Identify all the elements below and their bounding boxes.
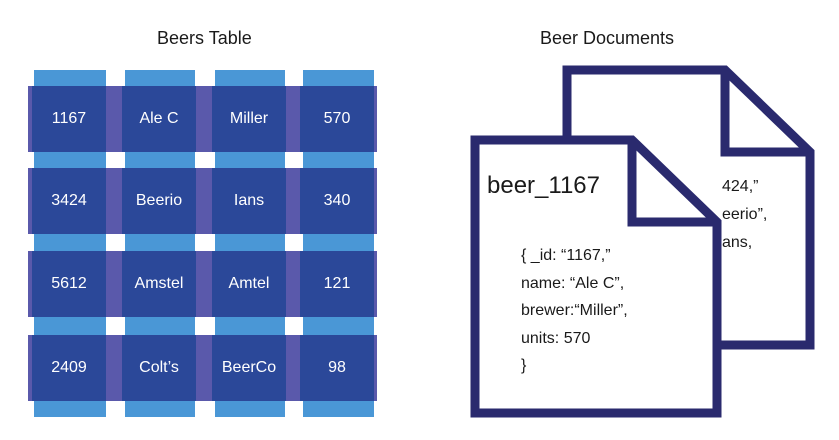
back-document-fold — [720, 70, 810, 157]
table-cell: Ale C — [122, 86, 196, 152]
table-cell: 3424 — [32, 168, 106, 234]
document-json-line: units: 570 — [521, 330, 591, 347]
document-id-label: beer_1167 — [487, 172, 600, 199]
table-cell: Colt’s — [122, 335, 196, 401]
table-cell: 5612 — [32, 251, 106, 317]
table-cell: Amstel — [122, 251, 196, 317]
document-json-line: brewer:“Miller”, — [521, 302, 628, 319]
table-cell: Ians — [212, 168, 286, 234]
table-cell: 98 — [300, 335, 374, 401]
table-cell: 2409 — [32, 335, 106, 401]
beers-table-title: Beers Table — [157, 28, 252, 48]
beer-documents-title: Beer Documents — [540, 28, 675, 48]
back-document-line: 424,” — [722, 178, 759, 195]
table-cell: 1167 — [32, 86, 106, 152]
table-cell: BeerCo — [212, 335, 286, 401]
table-cell: 340 — [300, 168, 374, 234]
document-json-line: name: “Ale C”, — [521, 275, 625, 292]
table-cell: Miller — [212, 86, 286, 152]
document-json-line: } — [521, 357, 527, 374]
front-document-fold — [627, 140, 717, 227]
back-document-line: ans, — [722, 234, 753, 251]
document-json-line: { _id: “1167,” — [521, 247, 611, 264]
table-cell: 570 — [300, 86, 374, 152]
back-document-line: eerio”, — [722, 206, 768, 223]
front-document — [470, 135, 722, 418]
beers-table: 1167 Ale C Miller 570 3424 Beerio Ians 3… — [28, 70, 377, 417]
table-cell: 121 — [300, 251, 374, 317]
table-cell: Beerio — [122, 168, 196, 234]
table-cell: Amtel — [212, 251, 286, 317]
